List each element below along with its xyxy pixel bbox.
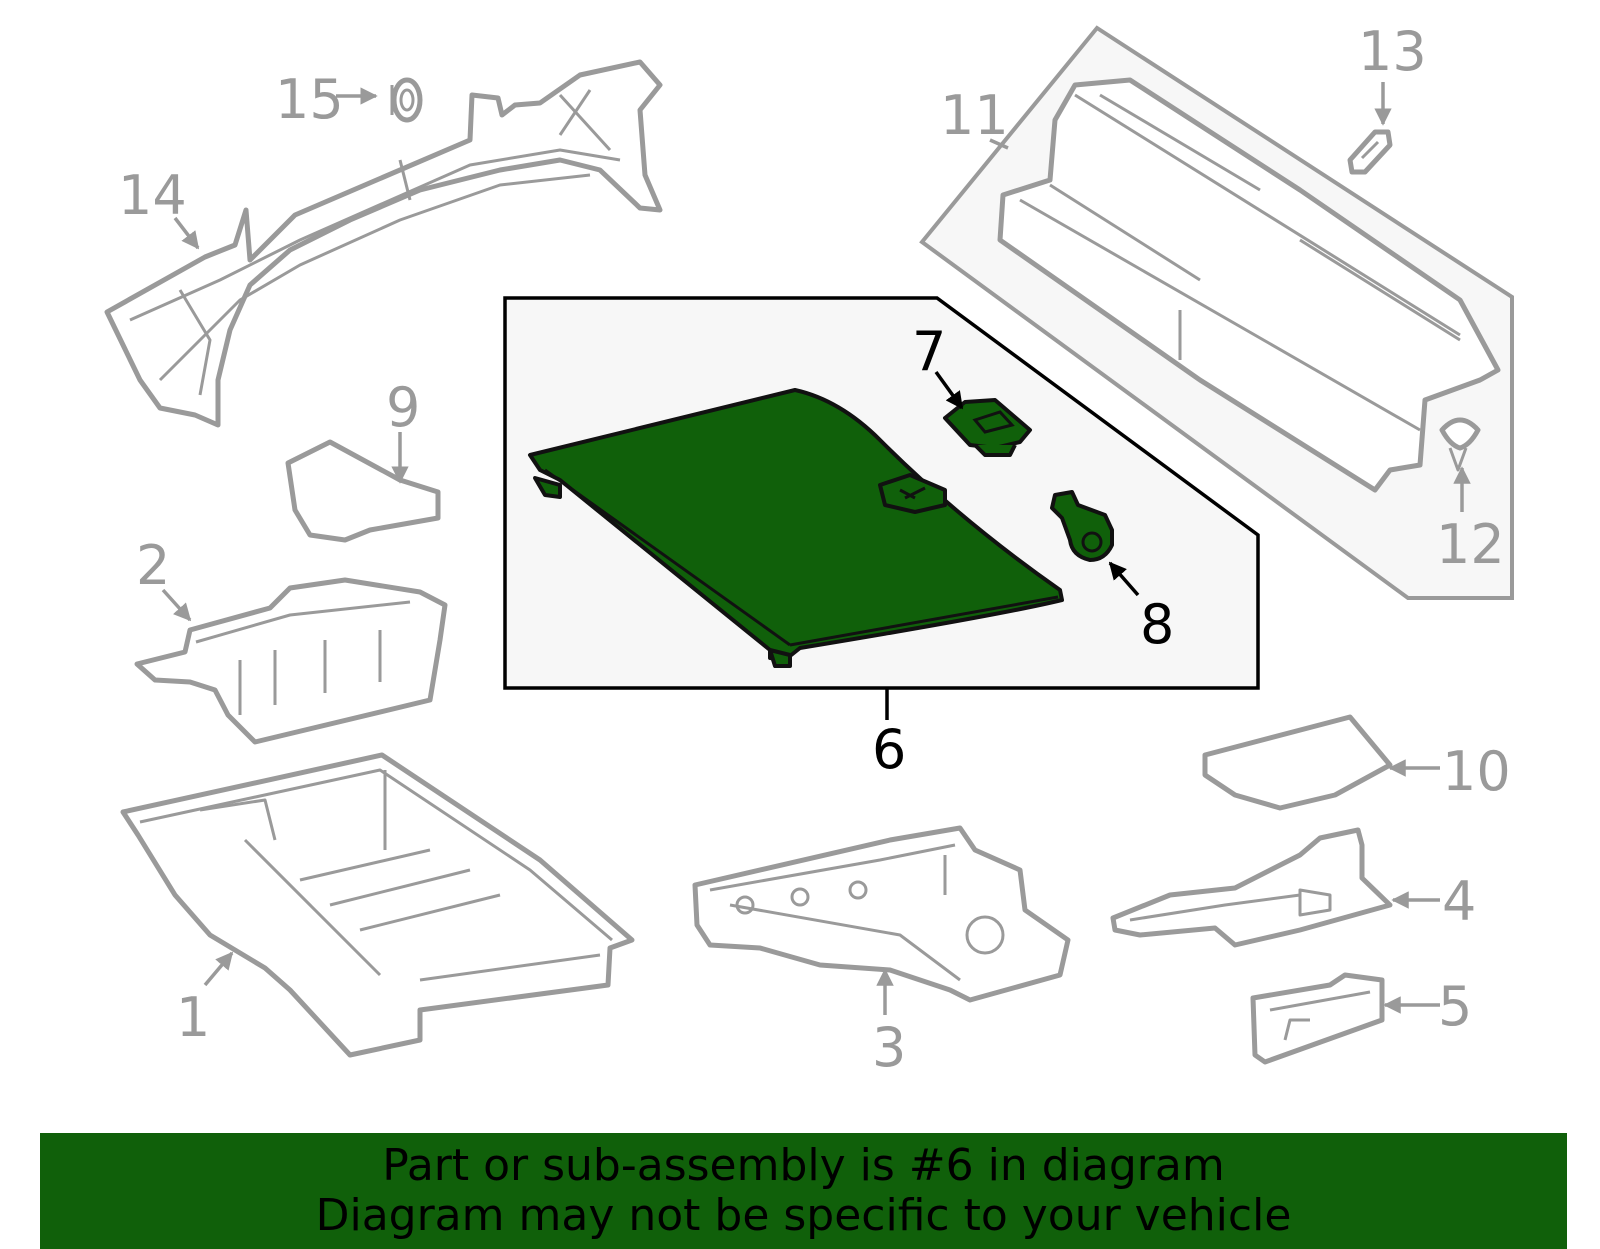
- part-11-parcel-shelf-box: [919, 25, 1514, 600]
- info-banner: Part or sub-assembly is #6 in diagram Di…: [40, 1133, 1567, 1249]
- banner-line-1: Part or sub-assembly is #6 in diagram: [382, 1140, 1225, 1191]
- callout-5: 5: [1438, 975, 1472, 1038]
- callout-12: 12: [1436, 513, 1505, 576]
- leader-lines: [161, 82, 1471, 1015]
- callout-10: 10: [1442, 740, 1511, 803]
- callout-9: 9: [386, 376, 420, 439]
- callout-labels: 15 14 9 2 1 3 10 4 5 11 12 13 7 8 6: [118, 20, 1511, 1079]
- callout-2: 2: [136, 534, 170, 597]
- part-12-clip: [1439, 417, 1481, 472]
- callout-4: 4: [1442, 870, 1476, 933]
- part-7-handle: [943, 398, 1032, 457]
- part-4-bracket: [1110, 827, 1393, 948]
- banner-line-2: Diagram may not be specific to your vehi…: [315, 1190, 1292, 1241]
- part-13-clip: [1347, 129, 1393, 175]
- part-3-tool-tray: [692, 825, 1071, 1003]
- part-9-cover: [285, 439, 441, 543]
- callout-7: 7: [912, 320, 946, 383]
- part-5-bracket: [1250, 972, 1385, 1065]
- part-15-clip: [390, 77, 423, 123]
- part-10-panel: [1202, 714, 1393, 811]
- callout-15: 15: [275, 68, 344, 131]
- callout-3: 3: [872, 1016, 906, 1079]
- callout-6: 6: [872, 718, 906, 781]
- callout-13: 13: [1358, 20, 1427, 83]
- part-6-floor-panel: [528, 388, 1064, 668]
- part-8-hook: [1050, 490, 1114, 562]
- callout-1: 1: [176, 986, 210, 1049]
- part-14-rear-panel: [104, 59, 663, 428]
- callout-14: 14: [118, 164, 187, 227]
- callout-8: 8: [1140, 593, 1174, 656]
- part-2-tray: [134, 577, 448, 745]
- callout-11: 11: [940, 84, 1009, 147]
- part-1-trunk-tub: [120, 752, 635, 1058]
